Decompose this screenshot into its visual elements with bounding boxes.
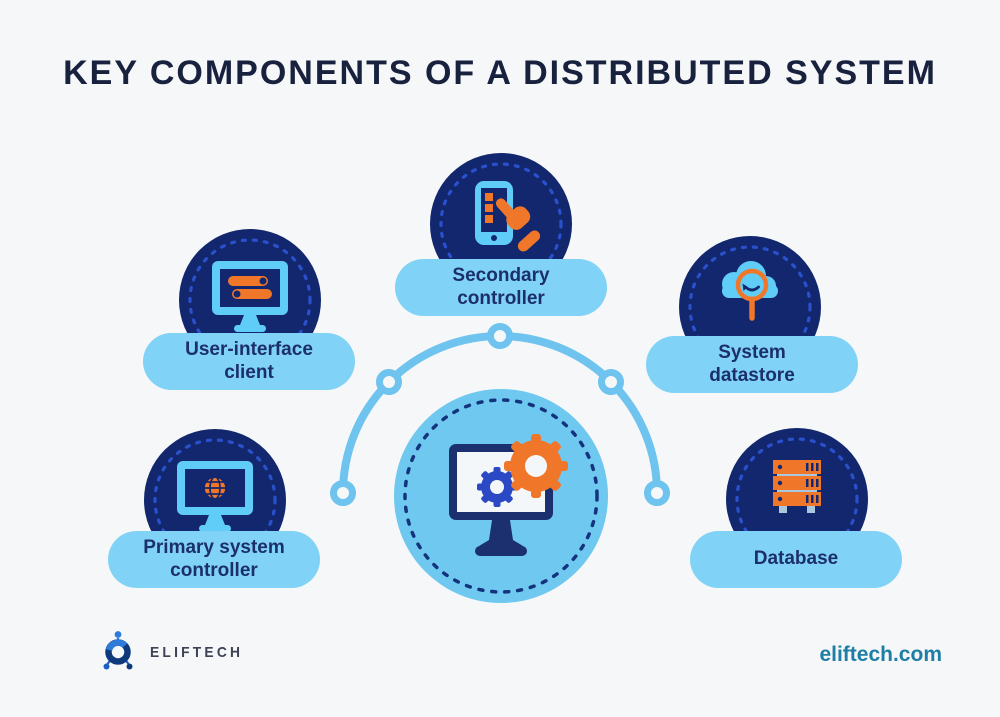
node-label-pill: Database <box>690 531 902 588</box>
node-label-pill: Secondary controller <box>395 259 607 316</box>
page-title: KEY COMPONENTS OF A DISTRIBUTED SYSTEM <box>63 54 937 92</box>
node-label-pill: User-interface client <box>143 333 355 390</box>
node-label: Primary system controller <box>143 537 285 581</box>
eliftech-logo-text: ELIFTECH <box>150 644 244 661</box>
node-label: User-interface client <box>185 339 313 383</box>
computer-gears-icon <box>394 389 608 603</box>
node-label: Secondary controller <box>452 265 550 309</box>
globe-icon <box>203 476 227 500</box>
orange-gear-icon <box>504 434 568 498</box>
arc-junction-dots <box>330 323 670 506</box>
eliftech-logo-icon <box>103 631 133 670</box>
pointing-hand-icon <box>495 198 531 230</box>
node-label-pill: System datastore <box>646 336 858 393</box>
blue-gear-icon <box>477 467 517 507</box>
node-label: System datastore <box>709 342 795 386</box>
node-label-pill: Primary system controller <box>108 531 320 588</box>
website-url: eliftech.com <box>819 643 942 666</box>
node-label: Database <box>753 548 839 570</box>
